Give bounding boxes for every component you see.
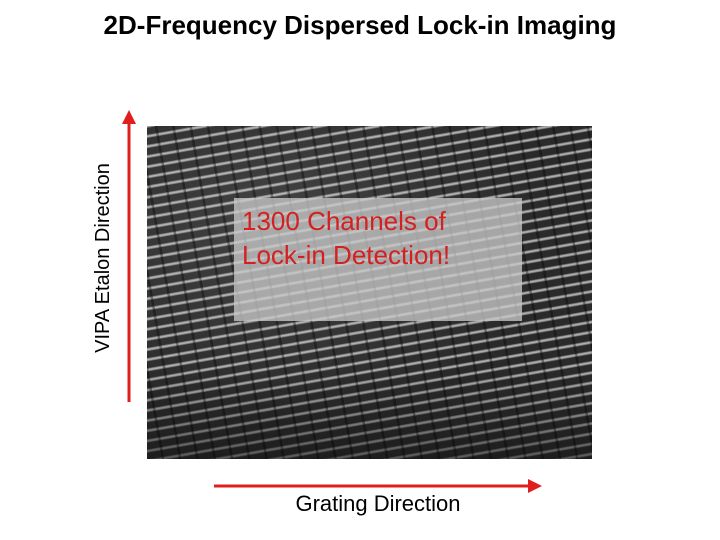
y-axis-label: VIPA Etalon Direction [92,163,114,353]
overlay-line-1: 1300 Channels of [242,206,446,236]
overlay-caption: 1300 Channels of Lock-in Detection! [242,204,522,272]
overlay-highlight-box [234,198,522,321]
image-shading [147,369,592,459]
slide-title: 2D-Frequency Dispersed Lock-in Imaging [103,10,617,40]
x-axis-label: Grating Direction [295,491,461,516]
overlay-line-2: Lock-in Detection! [242,240,451,270]
x-direction-arrow [214,479,542,493]
y-direction-arrow [122,110,136,402]
